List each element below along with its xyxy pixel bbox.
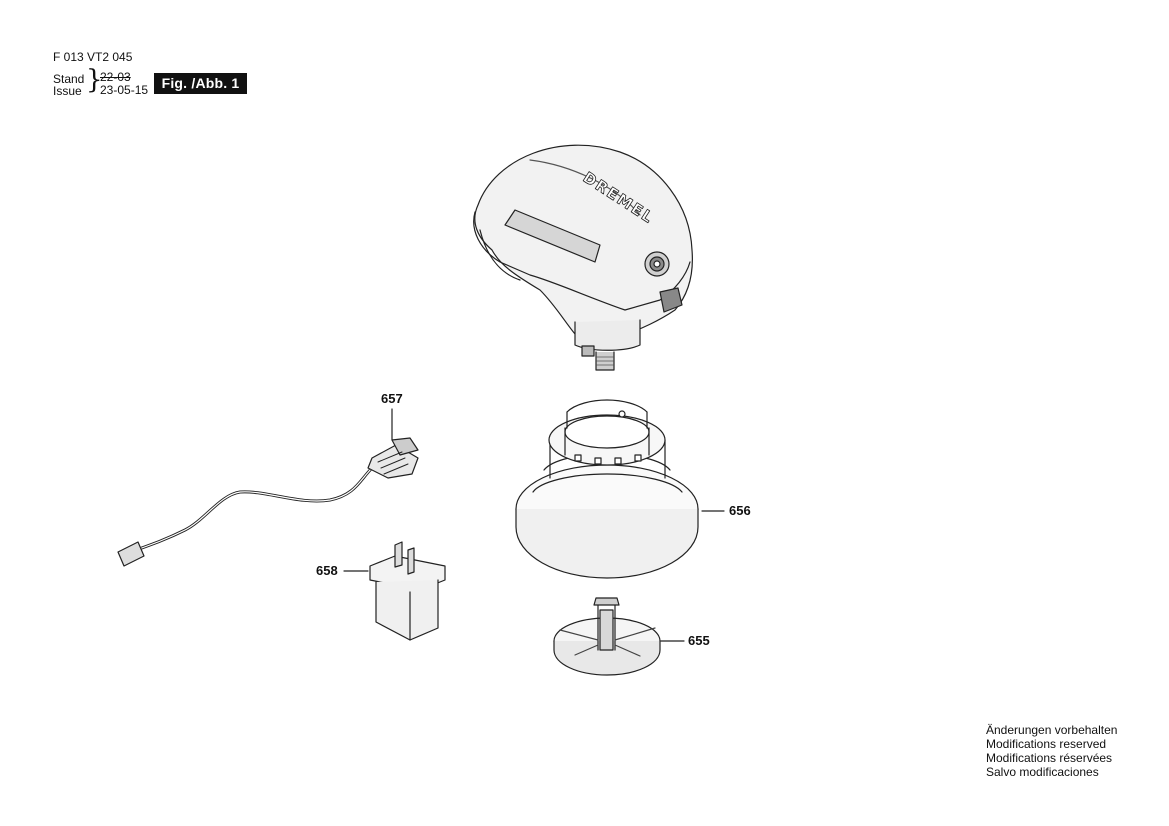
figure-label: Fig. /Abb. 1 (154, 73, 247, 94)
notice-line-en: Modifications reserved (986, 737, 1107, 751)
drawing-code: F 013 VT2 045 (53, 50, 133, 64)
notice-line-de: Änderungen vorbehalten (986, 723, 1118, 737)
brace-icon: } (86, 65, 103, 95)
notice-line-fr: Modifications réservées (986, 751, 1113, 765)
charging-base-cover (515, 399, 699, 579)
power-adapter (369, 541, 446, 641)
base-plate (553, 597, 661, 676)
part-number-657: 657 (381, 391, 403, 406)
usb-charging-cable (117, 437, 419, 567)
issue-label: Issue (53, 84, 82, 98)
notice-line-es: Salvo modificaciones (986, 765, 1099, 779)
modification-notice: Änderungen vorbehalten Modifications res… (986, 723, 1117, 779)
issue-date: 23-05-15 (100, 83, 149, 97)
part-number-658: 658 (316, 563, 338, 578)
old-date: 22-03 (100, 70, 131, 84)
part-number-655: 655 (688, 633, 710, 648)
tool-head (473, 144, 693, 371)
stand-label: Stand (53, 72, 85, 86)
part-number-656: 656 (729, 503, 751, 518)
